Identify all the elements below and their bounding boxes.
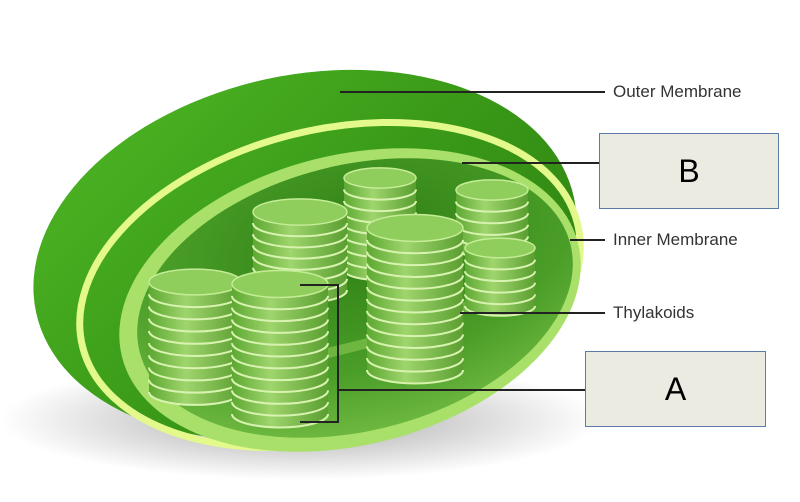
granum	[231, 269, 329, 429]
leader-lines	[300, 91, 605, 423]
thylakoid-disc	[231, 354, 329, 370]
thylakoid-disc	[366, 287, 464, 302]
granum-top	[464, 237, 536, 259]
a-bracket	[300, 284, 339, 423]
answer-box-b[interactable]: B	[599, 133, 779, 209]
thylakoid-disc	[343, 200, 417, 213]
thylakoid-disc	[366, 298, 464, 314]
thylakoid-disc	[252, 256, 348, 271]
granum	[366, 213, 464, 385]
thylakoid-disc	[252, 245, 348, 260]
granum-top	[252, 198, 348, 226]
thylakoid-disc	[231, 307, 329, 323]
thylakoid-disc	[464, 282, 536, 294]
thylakoid-disc	[231, 342, 329, 358]
thylakoid-disc	[455, 212, 529, 225]
thylakoid-disc	[366, 322, 464, 338]
granum-top	[366, 213, 464, 243]
thylakoid-disc	[366, 239, 464, 255]
thylakoid-disc	[366, 369, 464, 385]
thylakoid-disc	[366, 334, 464, 349]
thylakoid-disc	[252, 222, 348, 238]
thylakoid-disc	[231, 402, 329, 417]
granum	[148, 268, 242, 406]
granum-top	[148, 268, 242, 296]
thylakoid-disc	[231, 366, 329, 382]
thylakoid-disc	[231, 331, 329, 346]
thylakoid-disc	[366, 263, 464, 278]
thylakoid-disc	[464, 270, 536, 282]
thylakoid-disc	[231, 390, 329, 405]
thylakoid-disc	[343, 189, 417, 201]
thylakoid-disc	[455, 201, 529, 213]
thylakoid-disc	[252, 234, 348, 249]
thylakoid-disc	[464, 259, 536, 271]
thylakoid-disc	[464, 305, 536, 317]
thylakoid-disc	[464, 294, 536, 306]
thylakoid-disc	[366, 346, 464, 361]
label-thylakoids: Thylakoids	[613, 303, 695, 322]
thylakoid-disc	[231, 413, 329, 429]
thylakoid-disc	[366, 251, 464, 267]
granum-top	[343, 167, 417, 189]
thylakoid-disc	[366, 358, 464, 373]
thylakoid-disc	[366, 310, 464, 326]
thylakoid-disc	[366, 275, 464, 290]
thylakoid-disc	[231, 378, 329, 393]
answer-box-a[interactable]: A	[585, 351, 766, 427]
granum-top	[455, 179, 529, 201]
thylakoid-disc	[231, 319, 329, 334]
label-inner-membrane: Inner Membrane	[613, 230, 738, 249]
label-outer-membrane: Outer Membrane	[613, 82, 742, 101]
thylakoid-disc	[231, 295, 329, 311]
grana-stacks	[148, 167, 536, 429]
granum	[464, 237, 536, 317]
